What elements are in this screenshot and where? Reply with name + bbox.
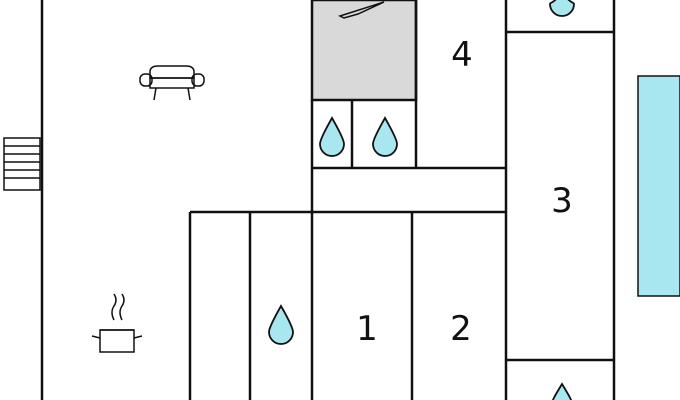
shaded-room [310,0,418,102]
water-drop-icon [372,116,398,157]
room-3-label: 3 [551,181,573,221]
fireplace-icon [338,1,385,19]
cooking-pot-icon [91,293,143,353]
staircase-icon [3,137,41,191]
room-4-label: 4 [451,35,473,75]
water-drop-icon [268,304,294,345]
room-1-label: 1 [356,309,378,349]
water-drop-icon [319,116,345,157]
swimming-pool [637,75,680,297]
sofa-icon [139,65,205,101]
water-drop-icon [549,0,575,17]
water-drop-icon [551,382,573,400]
room-2-label: 2 [450,309,472,349]
